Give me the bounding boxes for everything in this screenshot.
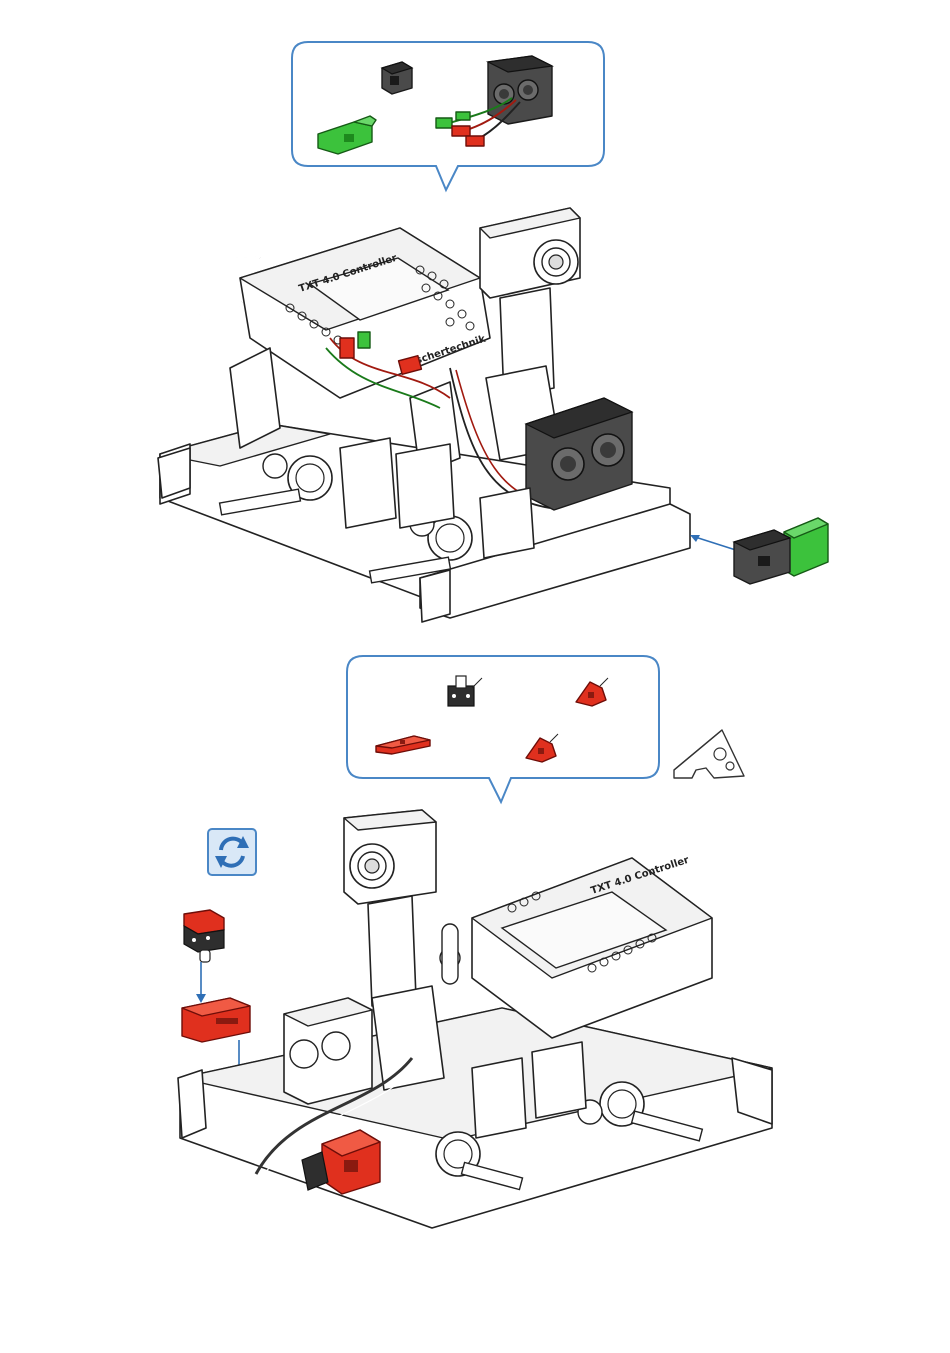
- step2-parts-callout: [345, 654, 661, 806]
- black-building-block-15-icon: [376, 58, 416, 98]
- led-lamp-block-icon: [442, 674, 486, 710]
- red-angle-block-small-icon: [522, 730, 562, 764]
- red-flat-plate-icon: [374, 732, 434, 756]
- step2-robot-model: TXT 4.0 Controller: [172, 808, 782, 1238]
- green-clip-holder-icon: [314, 112, 378, 160]
- cable-plugs-red-green-icon: [432, 96, 524, 152]
- block-with-green-clip-icon: [728, 512, 832, 592]
- step1-robot-model: TXT 4.0 Controller fischertechnik: [150, 198, 710, 628]
- cheese-puzzle-piece-icon: [670, 724, 750, 782]
- red-angle-block-icon: [572, 676, 612, 708]
